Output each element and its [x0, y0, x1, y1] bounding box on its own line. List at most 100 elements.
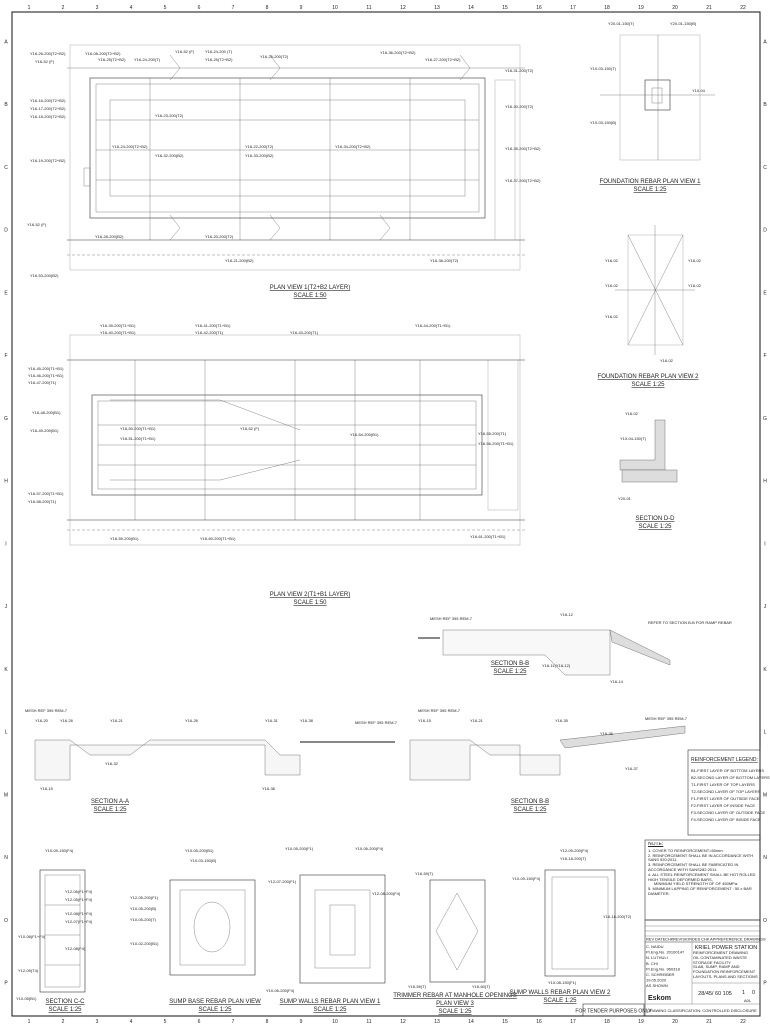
drawing-label: 1	[742, 990, 745, 996]
foundation-rebar-plan-view-1: Y20-01-150(T) Y20-01-150(B) Y10-04 Y10-0…	[590, 21, 715, 193]
grid-col-label: 18	[604, 1019, 610, 1024]
drawing-label: Y16-50-200(T1+B1)	[120, 426, 156, 431]
grid-col-label: 6	[198, 5, 201, 11]
grid-col-label: 16	[536, 5, 542, 11]
drawing-description: REINFORCEMENT DRAWING	[693, 951, 749, 955]
drawing-label: Y16-20	[35, 718, 49, 723]
grid-col-label: 22	[740, 5, 746, 11]
drawing-label: Y16-44-200(T1+B1)	[415, 323, 451, 328]
drawing-label: Y16-60(T)	[472, 984, 491, 989]
drawing-label: SCALE 1:25	[438, 1009, 472, 1015]
note-item: 4. ALL STEEL REINFORCEMENT SHALL BE HOT …	[648, 871, 756, 882]
grid-col-label: 9	[300, 1019, 303, 1024]
section-c-c: Y10-09-150(F4) Y12-06(F1+F4) Y12-05(F1+F…	[16, 848, 93, 1013]
drawing-label: A0L	[744, 998, 752, 1003]
drawing-label: Y16-46-200(T1+B1)	[28, 373, 64, 378]
grid-row-label: B	[763, 102, 767, 108]
drawing-label: MESH REF 395 REM-7	[418, 708, 461, 713]
section-a-a: MESH REF 395 REM-7 Y16-20 Y16-26 Y16-21 …	[25, 708, 398, 813]
drawing-label: Y12-05-200(F1)	[130, 895, 159, 900]
grid-col-label: 7	[232, 1019, 235, 1024]
drawing-label: Y16-21-200(B2)	[225, 258, 254, 263]
legend-item: B1-FIRST LAYER OF BOTTOM LAYERS	[691, 768, 764, 773]
eskom-logo: Eskom	[648, 995, 671, 1002]
drawing-label: Y10-04-150(T)	[620, 436, 647, 441]
title-block-person: C. NAIDU	[646, 944, 664, 949]
drawing-label: Y16-43-200(T1)	[290, 330, 319, 335]
drawing-label: Y16-52 (F)	[175, 49, 195, 54]
drawing-label: Y12-09(T4)	[18, 968, 39, 973]
plan-view-1-title: PLAN VIEW 1(T2+B2 LAYER)	[270, 285, 350, 291]
grid-col-label: 2	[62, 5, 65, 11]
grid-col-label: 5	[164, 1019, 167, 1024]
grid-col-label: 4	[130, 5, 133, 11]
title-block-person: Pr.Eng.No. 20100147	[646, 950, 685, 955]
grid-row-label: D	[763, 228, 767, 234]
drawing-label: Y10-05-200(B1)	[185, 848, 214, 853]
drawing-label: Y12-08-200(F4)	[372, 891, 401, 896]
drawing-label: Y12-09-200(F4)	[560, 848, 589, 853]
drawing-label: Y16-61-200(T1+B1)	[470, 534, 506, 539]
drawing-label: Y16-52 (F)	[35, 59, 55, 64]
drawing-label: SCALE 1:25	[638, 524, 672, 530]
grid-col-label: 12	[400, 1019, 406, 1024]
drawing-label: Y10-03-150(B)	[190, 858, 217, 863]
grid-row-label: K	[4, 667, 8, 673]
section-b-b-lower: MESH REF 395 REM-7 Y16-15 Y16-21 Y16-35 …	[409, 708, 688, 813]
drawing-label: SCALE 1:25	[543, 998, 577, 1004]
legend-item: F3-SECOND LAYER OF OUTSIDE FACE	[691, 810, 765, 815]
title-block-header: CHK	[665, 937, 674, 942]
drawing-label: FOUNDATION REBAR PLAN VIEW 1	[600, 179, 702, 185]
note-item: 3. REINFORCEMENT SHALL BE FABRICATED IN …	[648, 862, 739, 872]
grid-row-label: N	[763, 855, 767, 861]
grid-row-label: K	[763, 667, 767, 673]
title-block-header: DATE	[655, 937, 666, 942]
grid-col-label: 21	[706, 1019, 712, 1024]
drawing-label: Y16-23-200(T2)	[155, 113, 184, 118]
drawing-label: Y16-26	[60, 718, 74, 723]
drawing-label: Y16-24-200 (T)	[205, 49, 233, 54]
drawing-label: Y10-08-150(F1)	[548, 980, 577, 985]
grid-col-label: 22	[740, 1019, 746, 1024]
title-block-person: C. SCHREIBER	[646, 972, 675, 977]
drawing-label: SUMP BASE REBAR PLAN VIEW	[169, 999, 261, 1005]
grid-row-label: H	[763, 479, 767, 485]
drawing-label: Y12-06(F1+F4)	[65, 889, 93, 894]
drawing-label: Y16-16-200(T2+B2)	[30, 98, 66, 103]
drawing-label: Y16-25(T2+B2)	[205, 57, 233, 62]
notes-title: NOTE:	[648, 842, 664, 847]
grid-col-label: 18	[604, 5, 610, 11]
drawing-label: Y16-27-200(T2+B2)	[425, 57, 461, 62]
section-b-b-upper: MESH REF 395 REM-7 Y16-12 REFER TO SECTI…	[418, 612, 732, 684]
drawing-label: Y20-01	[618, 496, 632, 501]
drawing-border	[11, 11, 761, 1017]
grid-row-label: G	[4, 416, 8, 422]
drawing-label: Y16-59-200(B1)	[110, 536, 139, 541]
drawing-number: 28/45/ 60 105	[698, 991, 732, 997]
grid-row-label: M	[763, 792, 767, 798]
drawing-label: Y16-51-200(T1+B1)	[120, 436, 156, 441]
drawing-label: MESH REF 395 REM-7	[430, 616, 473, 621]
drawing-label: SCALE 1:25	[493, 669, 527, 675]
drawing-label: Y16-21	[110, 718, 124, 723]
title-block-person: B. CHI	[646, 961, 658, 966]
drawing-label: Y16-59(T)	[415, 871, 434, 876]
drawing-label: Y16-25-200(T2)	[260, 54, 289, 59]
grid-col-label: 12	[400, 5, 406, 11]
sump-base-rebar-plan: Y10-05-200(B1) Y10-03-150(B) Y12-05-200(…	[130, 848, 261, 1013]
drawing-label: Y16-38-200(T2)	[430, 258, 459, 263]
drawing-description: OIL CONTAMINATED WASTE STORAGE FACILITY	[693, 954, 748, 965]
drawing-label: Y16-31	[265, 718, 279, 723]
grid-row-label: B	[4, 102, 8, 108]
title-block-header: DES	[692, 937, 701, 942]
grid-col-label: 14	[468, 5, 474, 11]
drawing-label: Y16-18-200(T2+B2)	[30, 114, 66, 119]
grid-row-label: C	[4, 165, 8, 171]
drawing-label: Y16-11(Y16-12)	[542, 663, 571, 668]
grid-row-label: A	[4, 39, 8, 45]
drawing-label: Y16-18-200(T)	[560, 856, 587, 861]
grid-col-label: 3	[96, 5, 99, 11]
grid-row-label: E	[4, 290, 8, 296]
